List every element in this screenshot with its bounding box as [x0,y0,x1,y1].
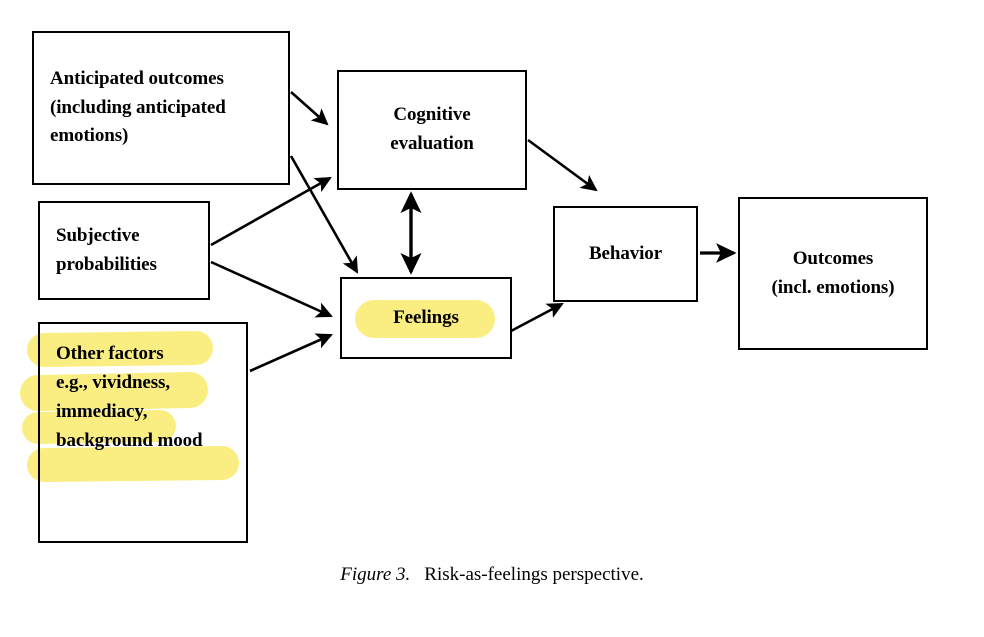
node-cognitive-evaluation-label: Cognitive evaluation [390,104,474,154]
node-outcomes: Outcomes (incl. emotions) [738,197,928,350]
figure-caption-number: Figure 3. [340,564,411,585]
figure-caption-text: Risk-as-feelings perspective. [424,564,644,585]
node-cognitive-evaluation: Cognitive evaluation [337,70,527,190]
node-anticipated-outcomes: Anticipated outcomes (including anticipa… [32,31,290,185]
edge-cognitive-to-behavior [527,138,598,192]
node-behavior-label: Behavior [588,242,663,264]
edge-subjective-to-feelings [210,260,333,318]
node-subjective-probabilities: Subjective probabilities [38,201,210,300]
node-feelings-label: Feelings [393,306,459,328]
edge-other-factors-to-feelings [249,333,333,373]
node-other-factors-label: Other factors e.g., vividness, immediacy… [56,343,203,451]
figure-caption: Figure 3. Risk-as-feelings perspective. [0,564,984,586]
node-outcomes-label: Outcomes (incl. emotions) [771,247,895,298]
edge-feelings-to-behavior [510,302,564,333]
edge-anticipated-to-cognitive [290,91,329,126]
edge-subjective-to-cognitive [210,176,332,247]
node-behavior: Behavior [553,206,698,302]
node-anticipated-outcomes-label: Anticipated outcomes (including anticipa… [50,67,226,147]
node-other-factors: Other factors e.g., vividness, immediacy… [38,322,248,543]
node-subjective-probabilities-label: Subjective probabilities [56,224,157,275]
node-feelings: Feelings [340,277,512,359]
highlight-stroke-feelings [355,300,495,338]
